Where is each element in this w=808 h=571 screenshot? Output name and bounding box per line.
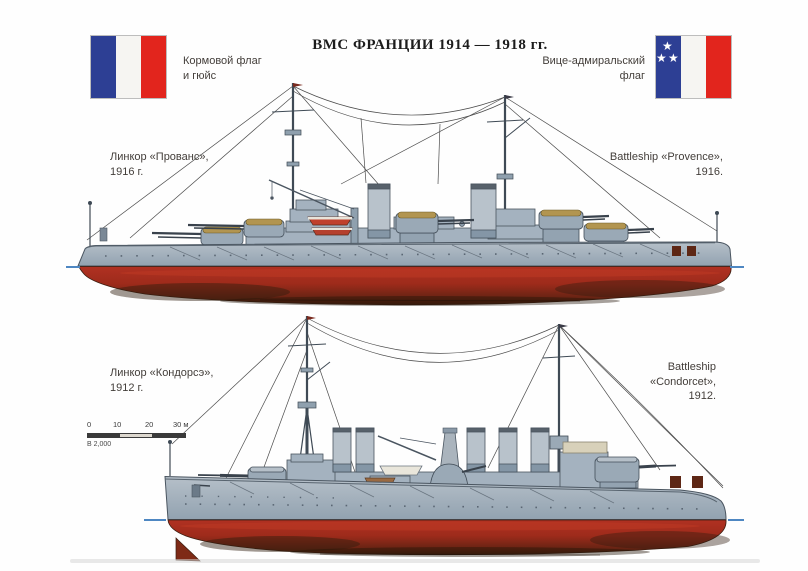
scale-tick: 10 xyxy=(113,420,122,429)
provence-label-ru: Линкор «Прованс»,1916 г. xyxy=(110,151,209,178)
scale-tick: 30 м xyxy=(173,420,189,429)
forefoot-fin xyxy=(175,537,201,562)
vice-admiral-flag-label: Вице-адмиральский флаг xyxy=(542,55,645,82)
condorcet-label-ru: Линкор «Кондорсэ»,1912 г. xyxy=(110,367,214,394)
turret-x xyxy=(538,209,610,230)
bow-jackstaff xyxy=(168,440,172,476)
flag-white-band xyxy=(116,36,141,98)
star-icon: ★ xyxy=(656,51,667,65)
flag-blue-band xyxy=(91,36,116,98)
vice-admiral-flag: ★ ★ ★ xyxy=(655,35,732,99)
underwater-hull xyxy=(167,519,730,562)
flag-red-band xyxy=(141,36,166,98)
condorcet-label-en: Battleship«Condorcet», 1912. xyxy=(649,361,716,403)
battleship-condorcet-illustration xyxy=(144,316,744,562)
page-edge-shadow xyxy=(70,559,760,563)
anchor-icon xyxy=(99,227,108,242)
pennant-icon xyxy=(307,316,316,320)
turret-y xyxy=(583,222,655,242)
rigging xyxy=(86,85,718,241)
stern-flagstaff xyxy=(715,211,719,244)
underwater-hull xyxy=(78,266,732,306)
main-turrets xyxy=(151,209,655,246)
stern-flag-label: Кормовой флаг и гюйс xyxy=(183,55,262,82)
turret-q-midships xyxy=(395,211,475,234)
flag-white-band xyxy=(681,36,706,98)
french-tricolor-flag xyxy=(90,35,167,99)
scale-tick: 20 xyxy=(145,420,154,429)
boat-crane xyxy=(268,179,359,246)
scale-bar-line xyxy=(87,433,186,438)
pennant-icon xyxy=(293,83,303,87)
hull-details xyxy=(84,227,716,261)
anchor-icon xyxy=(191,484,201,498)
funnels xyxy=(367,183,497,239)
scale-tick: 0 xyxy=(87,420,92,429)
turret-b xyxy=(187,218,285,238)
pennant-icon xyxy=(559,324,568,328)
turret-a xyxy=(151,226,244,246)
hull-details xyxy=(164,476,718,530)
stern-turret xyxy=(594,456,677,483)
pennant-icon xyxy=(505,95,514,99)
flag-stars: ★ ★ ★ xyxy=(656,36,682,100)
funnels xyxy=(332,427,550,473)
scale-note: В 2,000 xyxy=(87,441,112,448)
bow-jackstaff xyxy=(88,201,92,248)
page-title: ВМС ФРАНЦИИ 1914 — 1918 гг. xyxy=(312,37,548,53)
flag-blue-band xyxy=(656,36,681,98)
battleship-provence-illustration xyxy=(66,83,744,306)
flag-red-band xyxy=(706,36,731,98)
ship-boats xyxy=(307,216,353,236)
star-icon: ★ xyxy=(662,39,673,53)
provence-label-en: Battleship «Provence»,1916. xyxy=(609,151,723,178)
hull xyxy=(164,475,727,520)
star-icon: ★ xyxy=(668,51,679,65)
wing-turret xyxy=(429,463,487,489)
scale-bar: 0 10 20 30 м В 2,000 xyxy=(85,420,195,452)
